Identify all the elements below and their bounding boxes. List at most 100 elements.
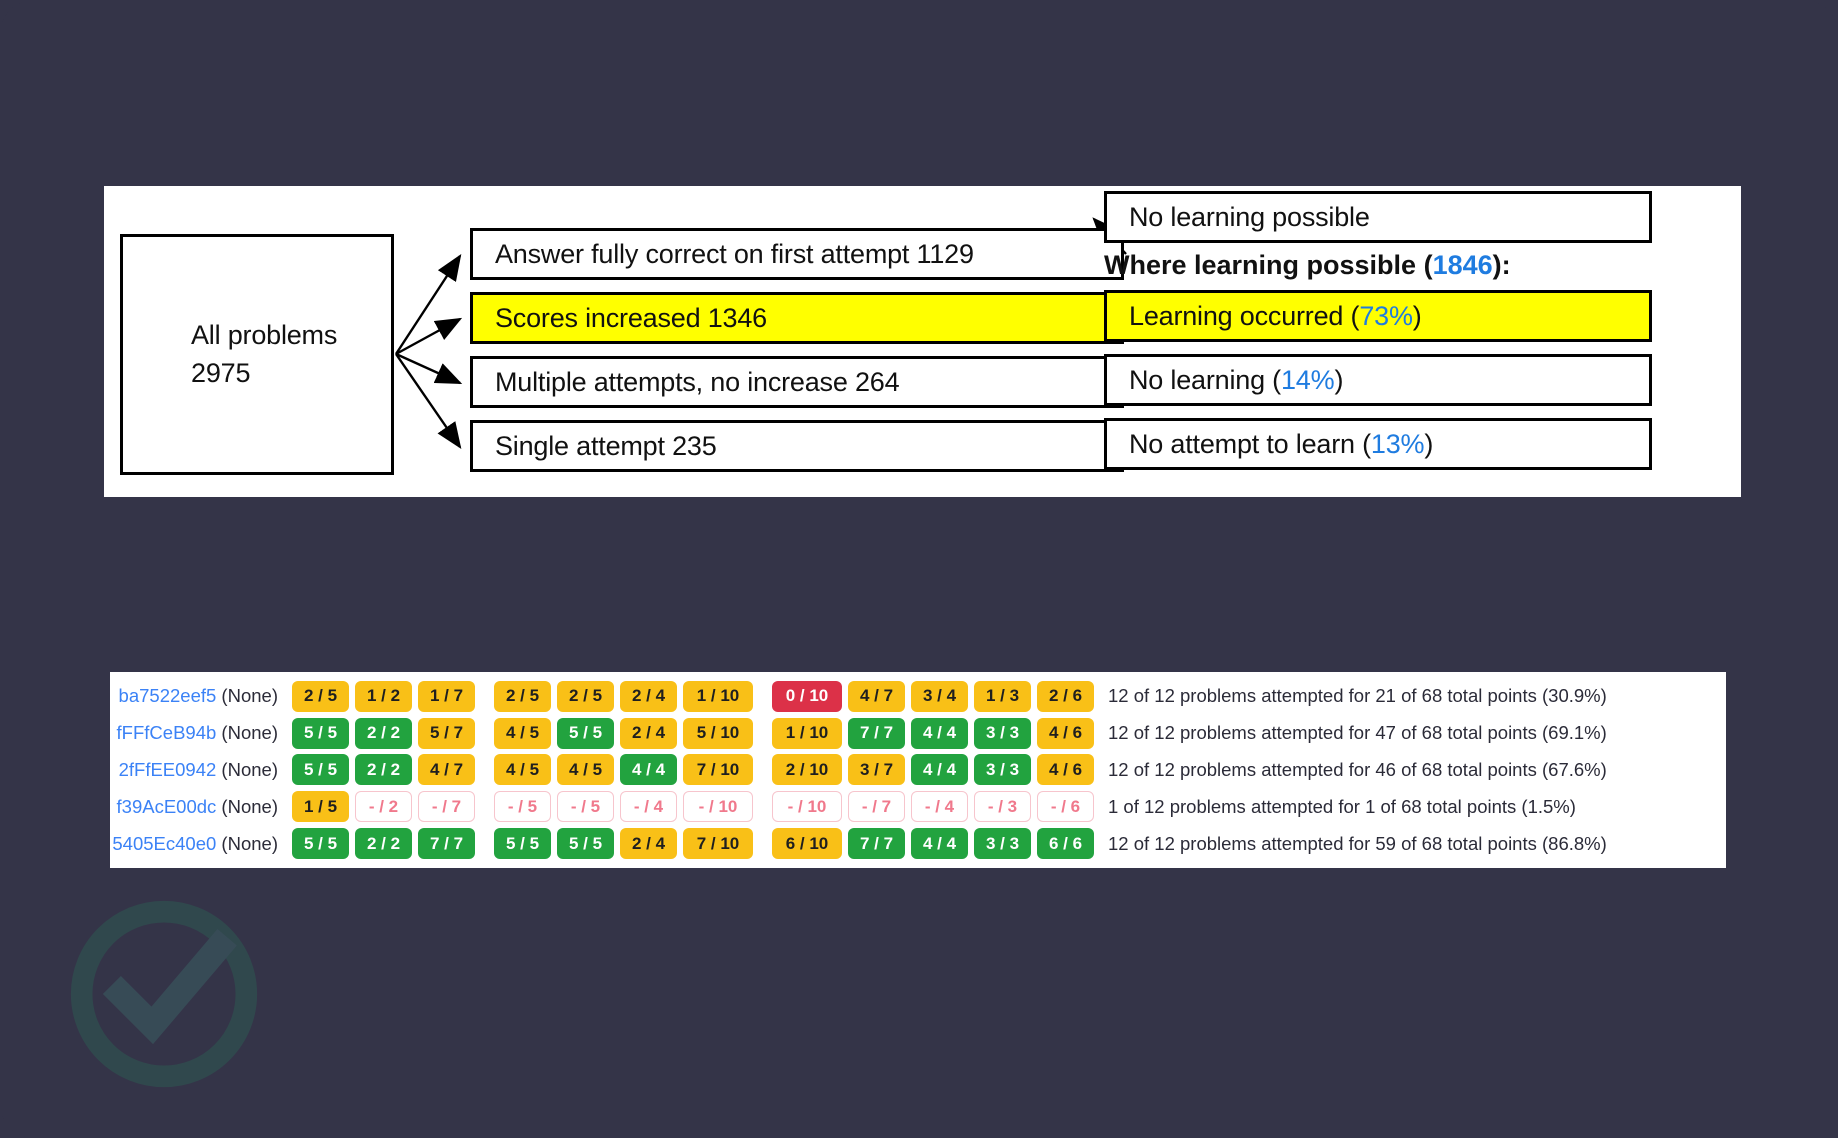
score-cell[interactable]: 5 / 5 [292, 754, 349, 786]
flow-right-box-no-learning: No learning (14%) [1104, 354, 1652, 406]
score-cell[interactable]: - / 7 [418, 791, 475, 823]
score-cell[interactable]: 4 / 4 [911, 828, 968, 860]
score-cell[interactable]: 7 / 10 [683, 754, 753, 786]
score-cell[interactable]: 4 / 5 [494, 754, 551, 786]
score-cell[interactable]: 5 / 5 [494, 828, 551, 860]
score-cell[interactable]: 3 / 3 [974, 754, 1031, 786]
score-cell[interactable]: 4 / 4 [911, 754, 968, 786]
score-cell[interactable]: - / 10 [683, 791, 753, 823]
flow-middle-label-1: Answer fully correct on first attempt 11… [495, 238, 974, 269]
score-cell[interactable]: - / 7 [848, 791, 905, 823]
score-cell[interactable]: 5 / 5 [557, 828, 614, 860]
score-cell[interactable]: 3 / 3 [974, 717, 1031, 749]
flow-right-suffix-3: ) [1334, 364, 1344, 395]
score-cell[interactable]: 4 / 4 [911, 717, 968, 749]
score-cell[interactable]: 2 / 2 [355, 828, 412, 860]
flow-middle-box-2: Scores increased 1346 [470, 292, 1124, 344]
row-user-id-link[interactable]: ba7522eef5 [118, 685, 217, 707]
score-cell[interactable]: 7 / 10 [683, 828, 753, 860]
score-cell[interactable]: 2 / 4 [620, 680, 677, 712]
score-cell[interactable]: 2 / 2 [355, 754, 412, 786]
score-cell[interactable]: 7 / 7 [418, 828, 475, 860]
score-cell[interactable]: 3 / 3 [974, 828, 1031, 860]
flow-right-suffix-2: ) [1412, 300, 1422, 331]
score-cell[interactable]: 5 / 10 [683, 717, 753, 749]
score-cell[interactable]: 0 / 10 [772, 680, 842, 712]
row-user-id-link[interactable]: f39AcE00dc [116, 795, 217, 817]
where-label-prefix: Where learning possible ( [1104, 249, 1433, 280]
row-user-id-link[interactable]: 2fFfEE0942 [118, 758, 217, 780]
score-cell[interactable]: 1 / 7 [418, 680, 475, 712]
score-cell[interactable]: 2 / 6 [1037, 680, 1094, 712]
flow-right-label-2: Learning occurred ( [1129, 300, 1360, 331]
score-cell[interactable]: - / 2 [355, 791, 412, 823]
score-cell[interactable]: 3 / 4 [911, 680, 968, 712]
flow-middle-label-2: Scores increased 1346 [495, 302, 767, 333]
score-cell[interactable]: 4 / 6 [1037, 717, 1094, 749]
score-cell[interactable]: 2 / 5 [292, 680, 349, 712]
score-cell[interactable]: 6 / 6 [1037, 828, 1094, 860]
score-cell[interactable]: - / 4 [620, 791, 677, 823]
score-cell[interactable]: 4 / 5 [494, 717, 551, 749]
score-cell[interactable]: 4 / 6 [1037, 754, 1094, 786]
flow-right-value-4: 13% [1370, 428, 1425, 459]
row-summary-text: 12 of 12 problems attempted for 59 of 68… [1108, 832, 1607, 854]
score-cell[interactable]: 1 / 5 [292, 791, 349, 823]
score-cell[interactable]: - / 3 [974, 791, 1031, 823]
row-summary-text: 12 of 12 problems attempted for 46 of 68… [1108, 758, 1607, 780]
table-row[interactable]: f39AcE00dc (None)1 / 5- / 2- / 7- / 5- /… [110, 788, 1726, 825]
score-cell[interactable]: - / 10 [772, 791, 842, 823]
row-user-id-link[interactable]: 5405Ec40e0 [112, 832, 217, 854]
score-cell[interactable]: 4 / 7 [418, 754, 475, 786]
score-cell[interactable]: 2 / 10 [772, 754, 842, 786]
row-score-cells: 1 / 5- / 2- / 7- / 5- / 5- / 4- / 10- / … [292, 791, 1100, 823]
flow-middle-label-4: Single attempt 235 [495, 430, 717, 461]
flow-middle-box-3: Multiple attempts, no increase 264 [470, 356, 1124, 408]
score-cell[interactable]: 1 / 10 [772, 717, 842, 749]
score-cell[interactable]: 4 / 5 [557, 754, 614, 786]
score-cell[interactable]: 5 / 5 [292, 828, 349, 860]
score-cell[interactable]: 7 / 7 [848, 717, 905, 749]
row-user-suffix: (None) [216, 685, 278, 707]
score-cell[interactable]: 2 / 5 [494, 680, 551, 712]
score-cell[interactable]: 7 / 7 [848, 828, 905, 860]
flow-right-box-learning-occurred: Learning occurred (73%) [1104, 290, 1652, 342]
row-user-label: f39AcE00dc (None) [110, 796, 292, 818]
score-cell[interactable]: 1 / 2 [355, 680, 412, 712]
flow-middle-label-3: Multiple attempts, no increase 264 [495, 366, 900, 397]
score-cell[interactable]: 3 / 7 [848, 754, 905, 786]
score-cell[interactable]: - / 6 [1037, 791, 1094, 823]
score-cell[interactable]: 5 / 5 [292, 717, 349, 749]
score-cell[interactable]: 4 / 7 [848, 680, 905, 712]
flow-root-line1: All problems [191, 320, 338, 351]
score-cell[interactable]: 6 / 10 [772, 828, 842, 860]
row-user-id-link[interactable]: fFFfCeB94b [116, 722, 217, 744]
score-cell[interactable]: 2 / 5 [557, 680, 614, 712]
row-user-suffix: (None) [216, 758, 278, 780]
where-label-suffix: ): [1492, 249, 1511, 280]
row-user-label: 5405Ec40e0 (None) [110, 833, 292, 855]
flow-right-suffix-4: ) [1424, 428, 1434, 459]
score-cell[interactable]: 1 / 10 [683, 680, 753, 712]
score-cell[interactable]: 4 / 4 [620, 754, 677, 786]
score-cell[interactable]: 1 / 3 [974, 680, 1031, 712]
score-cell[interactable]: - / 5 [494, 791, 551, 823]
flow-diagram-panel: All problems 2975 Answer fully correct o… [104, 186, 1741, 497]
score-cell[interactable]: - / 5 [557, 791, 614, 823]
score-cell[interactable]: 2 / 4 [620, 828, 677, 860]
score-cell[interactable]: 5 / 5 [557, 717, 614, 749]
row-summary-text: 12 of 12 problems attempted for 47 of 68… [1108, 722, 1607, 744]
score-cell[interactable]: - / 4 [911, 791, 968, 823]
where-learning-possible-label: Where learning possible (1846): [1104, 248, 1664, 282]
flow-right-value-2: 73% [1359, 300, 1413, 331]
score-cell[interactable]: 2 / 4 [620, 717, 677, 749]
row-user-label: fFFfCeB94b (None) [110, 722, 292, 744]
score-cell[interactable]: 2 / 2 [355, 717, 412, 749]
check-circle-icon [70, 900, 258, 1088]
score-cell[interactable]: 5 / 7 [418, 717, 475, 749]
